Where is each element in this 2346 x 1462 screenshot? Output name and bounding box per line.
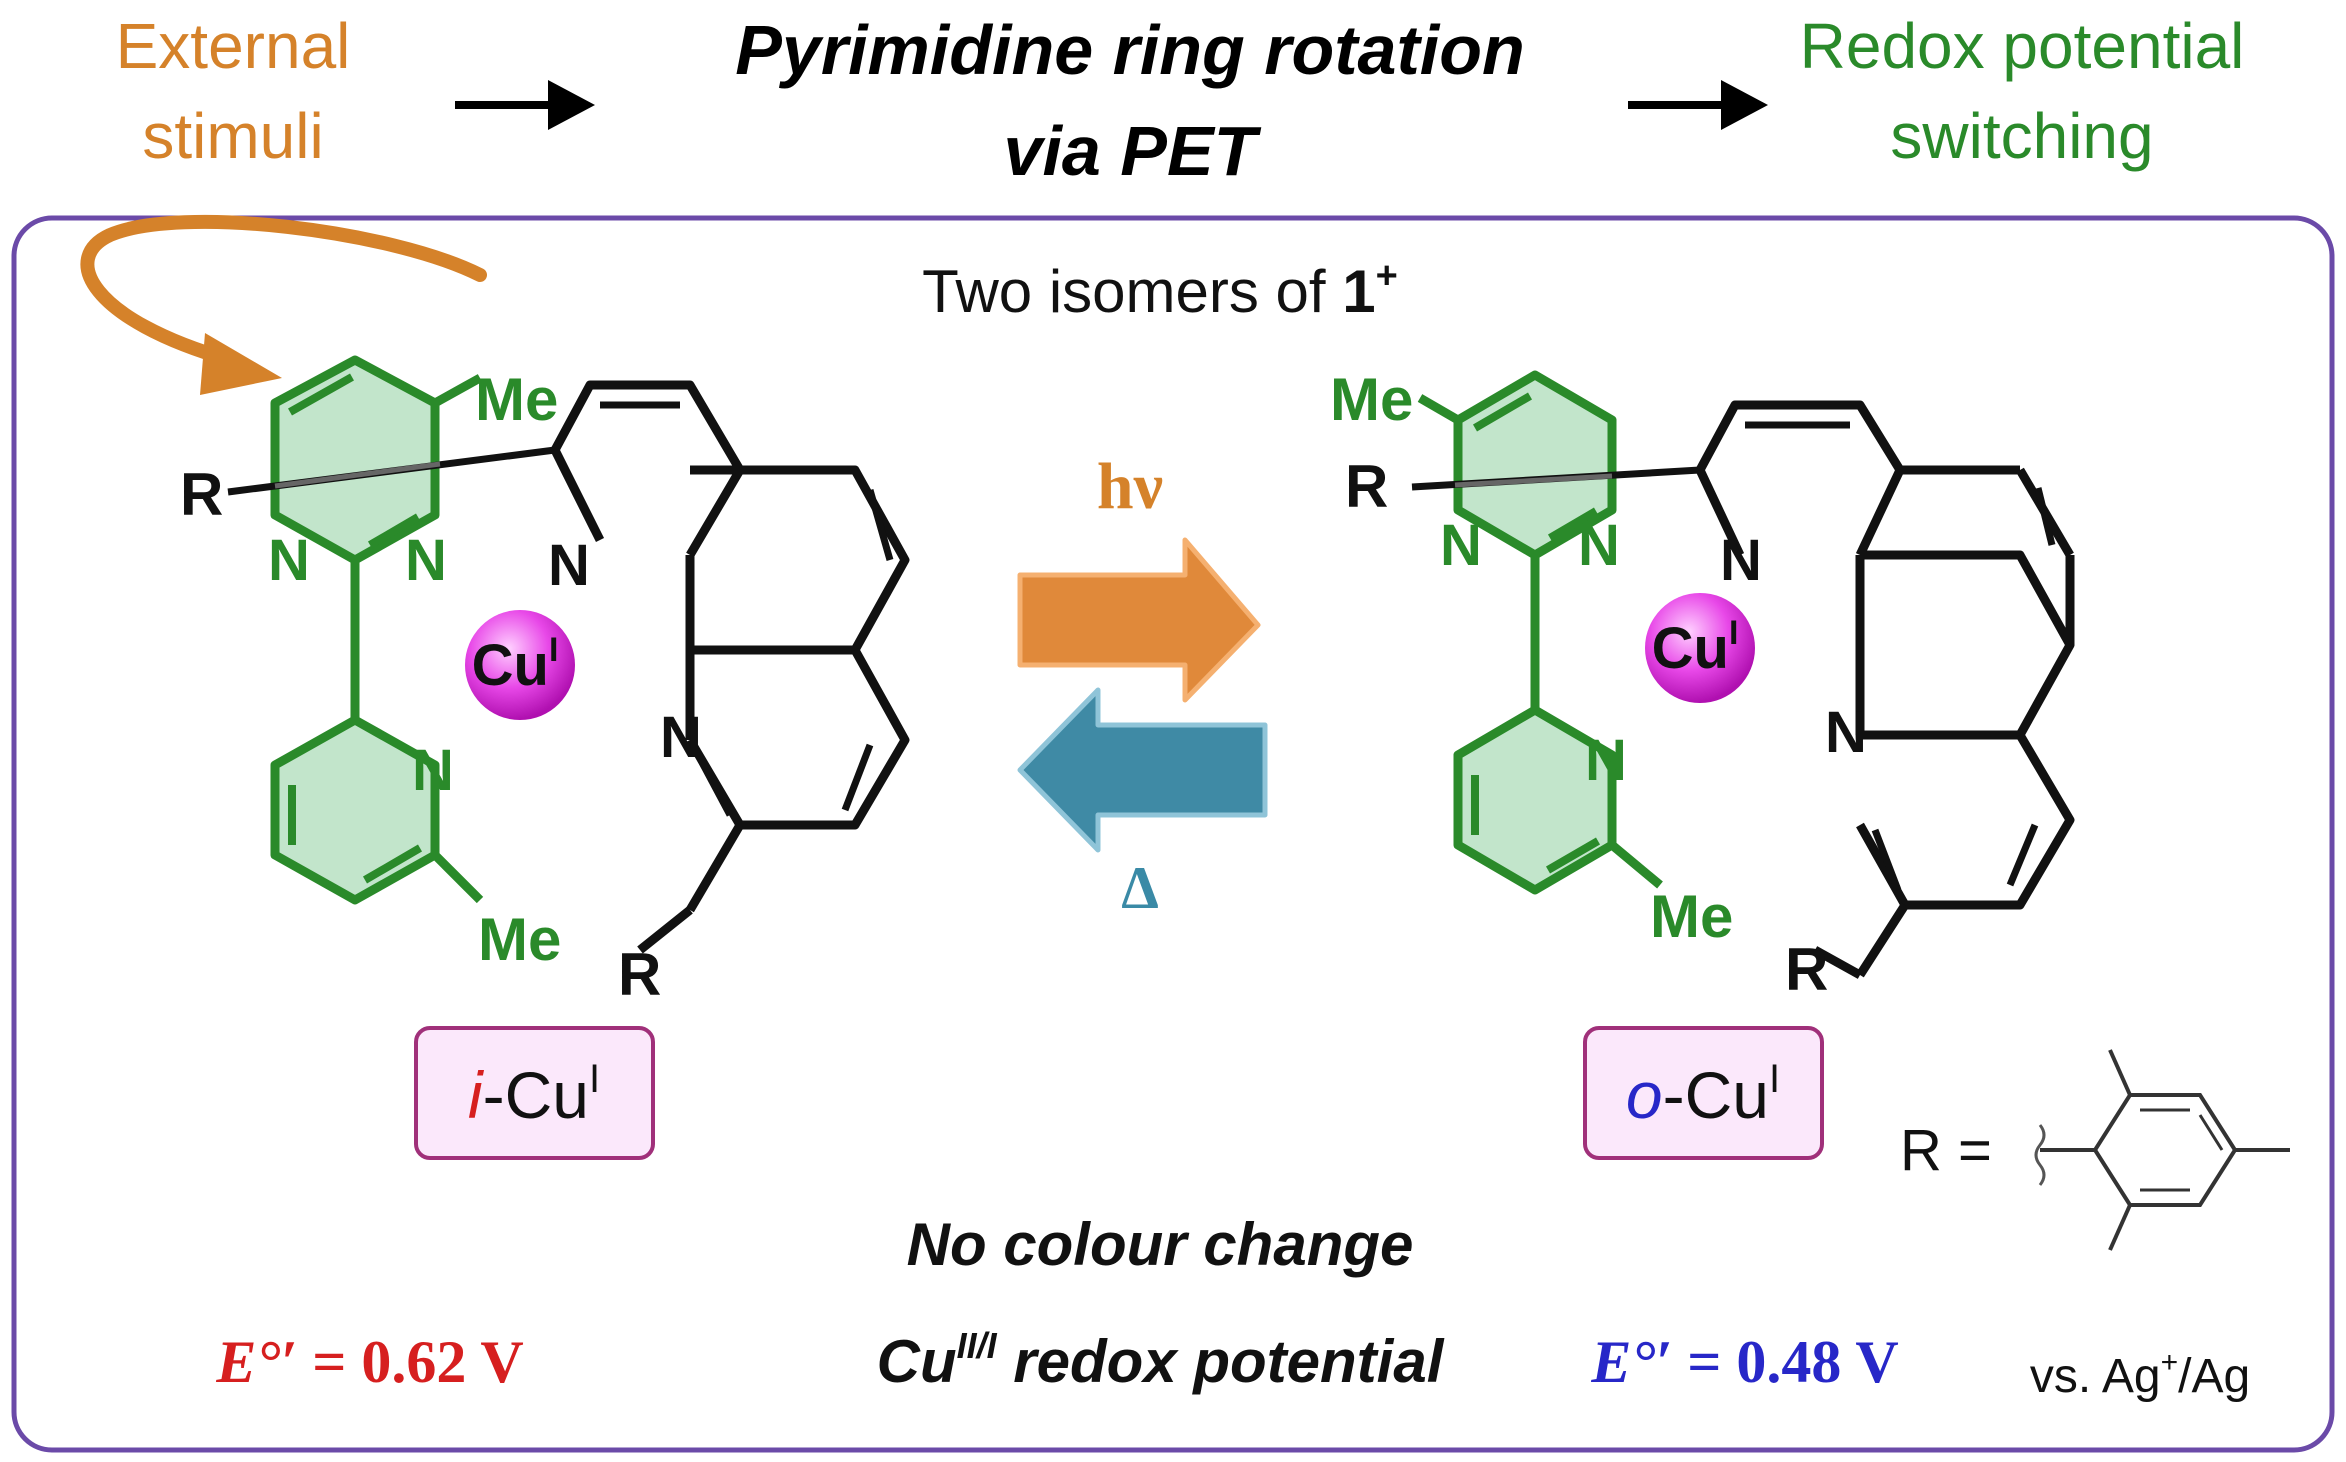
header-arrow-2 bbox=[1628, 80, 1768, 130]
rotation-arrow-head bbox=[200, 333, 282, 395]
left-n-2: N bbox=[405, 528, 447, 593]
left-me-bottom: Me bbox=[478, 906, 561, 973]
rotation-arrow bbox=[80, 214, 487, 367]
right-isomer-prefix: o bbox=[1626, 1058, 1663, 1132]
left-pyridine-ring bbox=[270, 715, 440, 905]
header: External stimuli Pyrimidine ring rotatio… bbox=[116, 10, 2245, 190]
header-left-line1: External bbox=[116, 10, 351, 82]
right-n-1: N bbox=[1440, 513, 1482, 578]
header-right-line1: Redox potential bbox=[1800, 10, 2245, 82]
svg-text:i-CuI: i-CuI bbox=[468, 1057, 600, 1132]
left-r-left: R bbox=[180, 461, 223, 528]
r-equals-label: R = bbox=[1900, 1118, 1992, 1183]
reference-electrode: vs. Ag+/Ag bbox=[2030, 1346, 2250, 1403]
right-r-left: R bbox=[1345, 453, 1388, 520]
right-n-phen-2: N bbox=[1825, 700, 1867, 765]
cu-redox-potential-label: CuII/I redox potential bbox=[877, 1325, 1445, 1395]
left-isomer-label: i-CuI bbox=[414, 1026, 655, 1160]
wavy-bond bbox=[2034, 1124, 2046, 1186]
right-r-bottom: R bbox=[1785, 936, 1828, 1003]
left-n-phen-2: N bbox=[660, 705, 702, 770]
left-cu-sphere bbox=[465, 610, 575, 720]
right-cu-label: CuI bbox=[1652, 614, 1739, 681]
forward-label: hν bbox=[1097, 450, 1163, 523]
left-cu-label: CuI bbox=[472, 631, 559, 698]
left-me-top: Me bbox=[475, 366, 558, 433]
left-r-bottom: R bbox=[618, 941, 661, 1008]
left-n-pyridine: N bbox=[412, 738, 454, 803]
header-center-line2: via PET bbox=[1004, 112, 1262, 190]
right-isomer-structure: CuI Me R N N N N N Me R bbox=[1330, 366, 2075, 1003]
no-colour-change: No colour change bbox=[907, 1211, 1414, 1278]
right-me-top: Me bbox=[1330, 366, 1413, 433]
header-arrow-1 bbox=[455, 80, 595, 130]
header-left-line2: stimuli bbox=[142, 100, 323, 172]
reverse-label: Δ bbox=[1121, 855, 1159, 921]
right-potential: E°′ = 0.48 V bbox=[1590, 1329, 1898, 1395]
right-n-phen-1: N bbox=[1720, 528, 1762, 593]
left-isomer-structure: CuI Me R N N N N N Me R bbox=[80, 214, 910, 1008]
right-cu-sphere bbox=[1645, 593, 1755, 703]
scheme-panel-border bbox=[11, 215, 2335, 1453]
forward-arrow bbox=[1017, 537, 1261, 703]
header-center-line1: Pyrimidine ring rotation bbox=[735, 11, 1525, 89]
right-me-bottom: Me bbox=[1650, 883, 1733, 950]
svg-text:o-CuI: o-CuI bbox=[1626, 1057, 1780, 1132]
right-pyridine-ring bbox=[1453, 705, 1617, 895]
right-isomer-label: o-CuI bbox=[1583, 1026, 1824, 1160]
left-potential: E°′ = 0.62 V bbox=[215, 1329, 523, 1395]
reverse-arrow bbox=[1017, 687, 1268, 853]
right-n-2: N bbox=[1578, 513, 1620, 578]
left-phen-outline bbox=[551, 380, 745, 558]
equilibrium-arrows: hν Δ bbox=[1017, 450, 1268, 921]
left-n-1: N bbox=[268, 528, 310, 593]
left-n-phen-1: N bbox=[548, 533, 590, 598]
right-n-pyridine: N bbox=[1585, 728, 1627, 793]
header-right-line2: switching bbox=[1890, 100, 2153, 172]
panel-title: Two isomers of 1+ bbox=[922, 255, 1398, 325]
left-isomer-prefix: i bbox=[468, 1058, 485, 1132]
r-group-definition: R = bbox=[1900, 1049, 2290, 1251]
